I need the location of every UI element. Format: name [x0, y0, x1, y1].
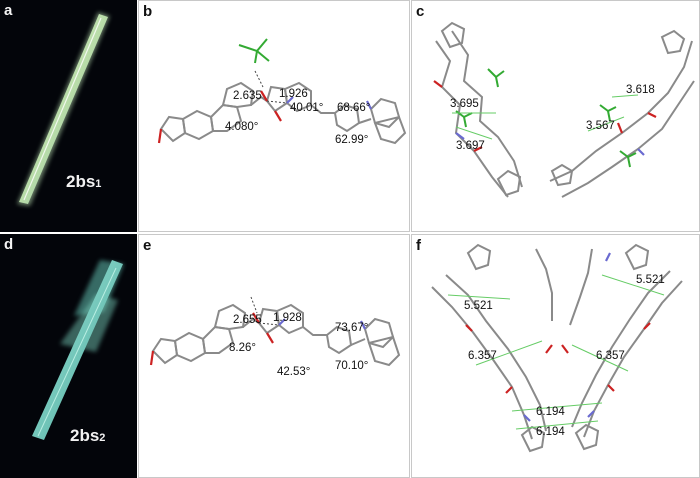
panel-label-d: d	[4, 236, 14, 253]
panel-e: 1.928 2.655 8.26° 42.53° 73.67° 70.10° e	[138, 234, 410, 478]
measure-f-5: 6.194	[536, 426, 565, 438]
panel-c: 3.695 3.697 3.618 3.567 c	[411, 0, 700, 232]
measure-e-4: 73.67°	[335, 322, 368, 334]
crystal-formula-a: 2bs	[66, 172, 96, 191]
crystal-image-a	[17, 12, 110, 206]
measure-e-3: 42.53°	[277, 366, 310, 378]
panel-label-a: a	[4, 2, 13, 19]
panel-label-b: b	[143, 3, 153, 20]
panel-b: 1.926 2.635 4.080° 40.01° 68.66° 62.99° …	[138, 0, 410, 232]
measure-e-5: 70.10°	[335, 360, 368, 372]
measure-b-4: 68.66°	[337, 102, 370, 114]
measure-f-4: 6.194	[536, 406, 565, 418]
measure-c-3: 3.567	[586, 120, 615, 132]
panel-label-c: c	[416, 3, 425, 20]
measure-f-0: 5.521	[464, 300, 493, 312]
panel-d: d 2bs2	[0, 234, 137, 478]
crystal-subscript-d: 2	[99, 432, 106, 444]
measure-e-1: 2.655	[233, 314, 262, 326]
crystal-name-d: 2bs2	[70, 426, 105, 446]
packing-structure-f: 5.521 5.521 6.357 6.357 6.194 6.194	[431, 243, 683, 453]
measure-b-5: 62.99°	[335, 134, 368, 146]
measure-f-3: 6.357	[596, 350, 625, 362]
measure-b-2: 4.080°	[225, 121, 258, 133]
panel-a: a 2bs1	[0, 0, 137, 232]
molecule-structure-e: 1.928 2.655 8.26° 42.53° 73.67° 70.10°	[149, 296, 401, 378]
measure-c-2: 3.618	[626, 84, 655, 96]
measure-b-3: 40.01°	[290, 102, 323, 114]
measure-c-0: 3.695	[450, 98, 479, 110]
panel-f: 5.521 5.521 6.357 6.357 6.194 6.194 f	[411, 234, 700, 478]
measure-e-0: 1.928	[273, 312, 302, 324]
crystal-subscript-a: 1	[95, 178, 102, 190]
measure-f-1: 5.521	[636, 274, 665, 286]
crystal-formula-d: 2bs	[70, 426, 100, 445]
measure-e-2: 8.26°	[229, 342, 256, 354]
panel-label-f: f	[416, 237, 421, 254]
panel-label-e: e	[143, 237, 152, 254]
measure-f-2: 6.357	[468, 350, 497, 362]
measure-b-0: 1.926	[279, 88, 308, 100]
crystal-name-a: 2bs1	[66, 172, 101, 192]
molecule-structure-b: 1.926 2.635 4.080° 40.01° 68.66° 62.99°	[157, 38, 407, 146]
measure-b-1: 2.635	[233, 90, 262, 102]
crystal-image-d	[32, 260, 124, 440]
measure-c-1: 3.697	[456, 140, 485, 152]
packing-structure-c: 3.695 3.697 3.618 3.567	[433, 21, 695, 198]
